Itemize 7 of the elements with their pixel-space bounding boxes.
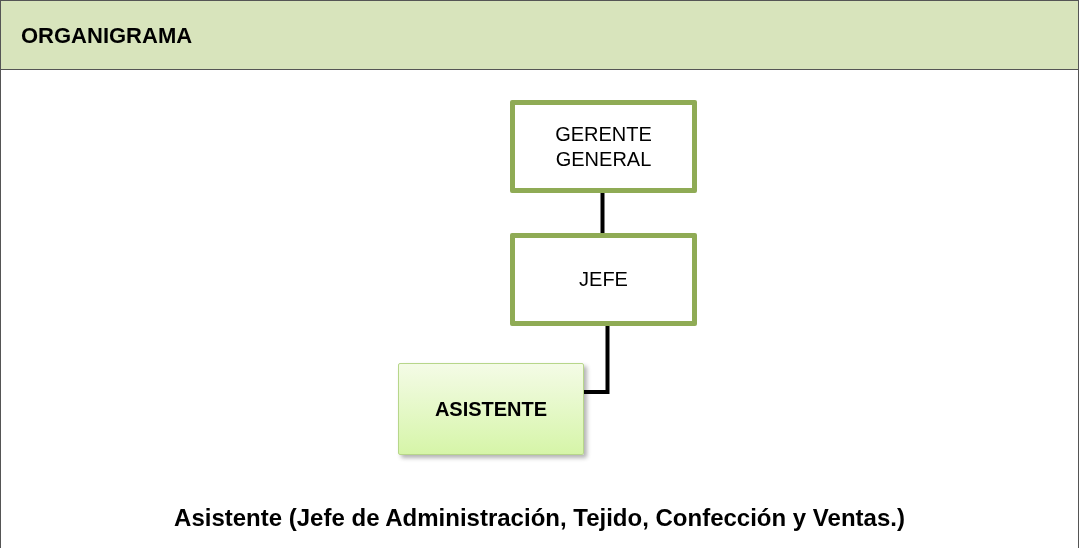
org-box: ASISTENTE xyxy=(398,363,584,455)
connector-line xyxy=(600,193,605,233)
org-box: GERENTE GENERAL xyxy=(510,100,697,193)
org-box: JEFE xyxy=(510,233,697,326)
caption: Asistente (Jefe de Administración, Tejido, Confección y Ventas.) xyxy=(174,504,905,531)
title: ORGANIGRAMA xyxy=(21,21,193,50)
connector-line xyxy=(584,326,610,394)
